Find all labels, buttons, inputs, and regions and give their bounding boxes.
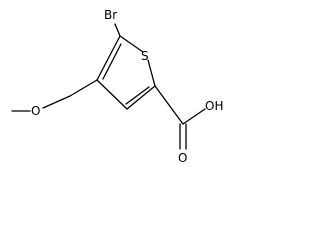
atom-label-s: S bbox=[141, 49, 149, 63]
atom-label-br: Br bbox=[104, 8, 117, 22]
molecule-structure: Br S O OH O bbox=[11, 8, 223, 165]
atom-label-o-carbonyl: O bbox=[178, 151, 187, 165]
bond-c2-cooh bbox=[154, 85, 184, 125]
bond-c3-c4 bbox=[96, 79, 128, 110]
atom-label-o-ether: O bbox=[31, 104, 40, 118]
bond-c2-c3-inner bbox=[125, 86, 150, 105]
bond-c4-c5-inner bbox=[102, 43, 122, 80]
bond-s-c2 bbox=[147, 59, 156, 87]
bond-c2-c3 bbox=[126, 85, 156, 110]
bond-c5-br bbox=[114, 23, 121, 37]
bond-c4-c5 bbox=[96, 35, 121, 81]
atom-label-oh: OH bbox=[205, 99, 223, 113]
bond-c4-ch2 bbox=[69, 79, 98, 97]
bond-ch2-o bbox=[42, 95, 71, 109]
bond-c5-s bbox=[119, 35, 144, 53]
bond-cooh-oh bbox=[182, 108, 206, 125]
